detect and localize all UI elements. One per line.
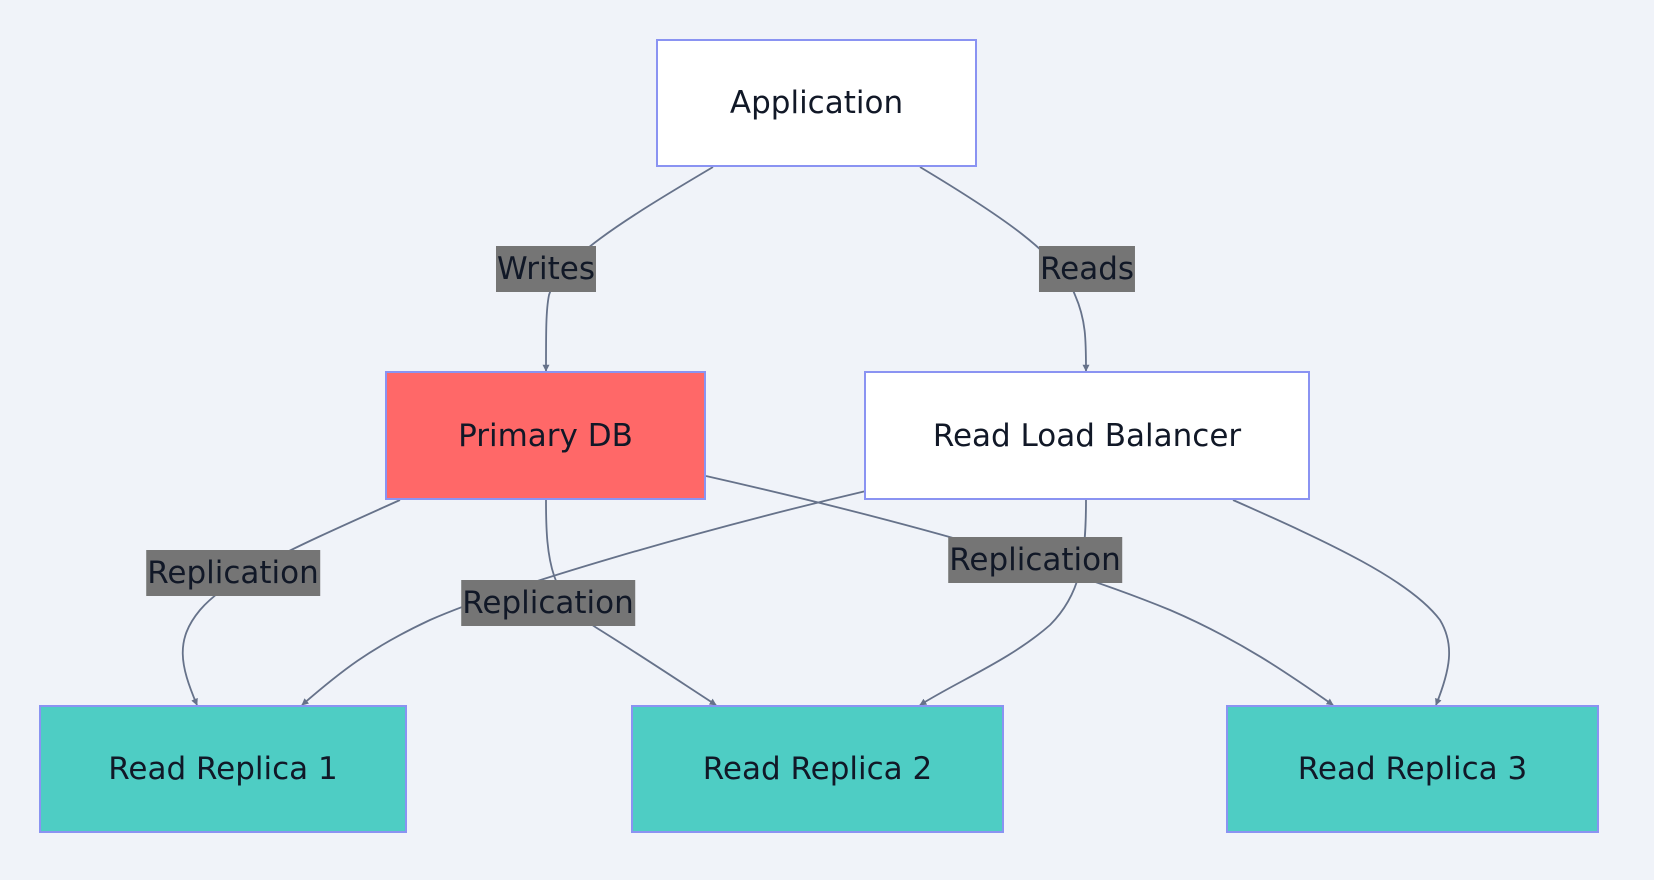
edge-label-replication-1: Replication <box>146 550 320 596</box>
node-application-label: Application <box>729 85 904 121</box>
node-primary-db[interactable]: Primary DB <box>385 371 706 500</box>
edge-primary-to-replica-2 <box>545 499 717 706</box>
edge-lb-to-replica-2 <box>919 499 1087 706</box>
node-primary-db-label: Primary DB <box>458 417 633 454</box>
edge-label-replication-2: Replication <box>461 580 635 626</box>
node-read-load-balancer[interactable]: Read Load Balancer <box>864 371 1310 500</box>
edge-label-replication-3: Replication <box>948 537 1122 583</box>
node-read-replica-1-label: Read Replica 1 <box>108 751 338 787</box>
node-read-replica-2[interactable]: Read Replica 2 <box>631 705 1004 833</box>
node-read-replica-1[interactable]: Read Replica 1 <box>39 705 407 833</box>
node-read-replica-2-label: Read Replica 2 <box>702 751 933 787</box>
edge-primary-to-replica-1 <box>181 499 401 706</box>
edge-label-writes: Writes <box>496 246 596 292</box>
node-read-load-balancer-label: Read Load Balancer <box>932 417 1242 454</box>
node-read-replica-3-label: Read Replica 3 <box>1297 751 1528 787</box>
edge-primary-to-replica-3 <box>705 475 1334 706</box>
edge-lb-to-replica-3 <box>1232 499 1451 706</box>
node-read-replica-3[interactable]: Read Replica 3 <box>1226 705 1599 833</box>
node-application[interactable]: Application <box>656 39 977 167</box>
edge-label-reads: Reads <box>1038 246 1136 292</box>
